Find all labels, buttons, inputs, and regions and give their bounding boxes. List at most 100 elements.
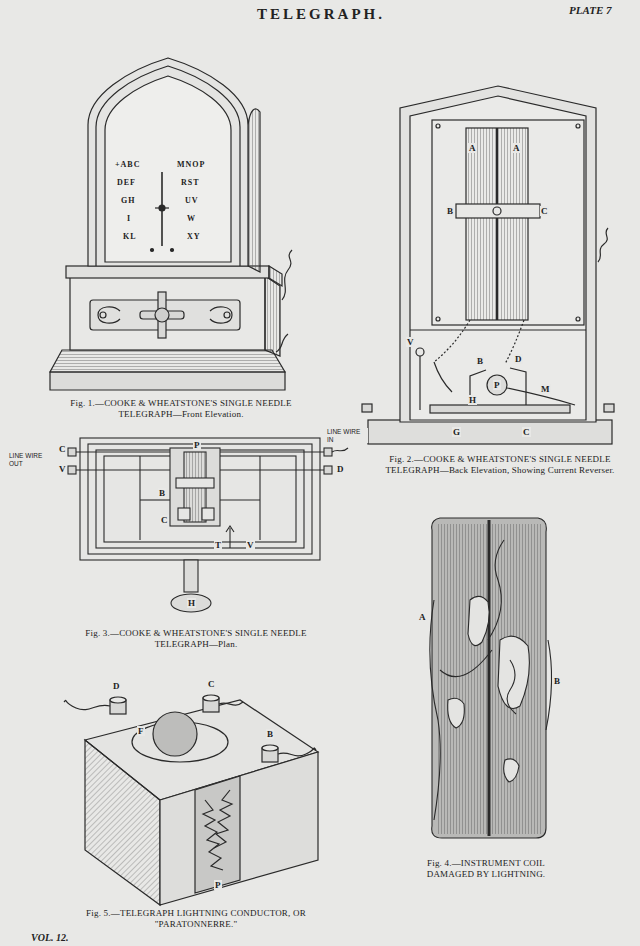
part-letter: B xyxy=(476,356,484,366)
lightning-conductor-part xyxy=(262,745,278,751)
needle-telegraph-plan-part xyxy=(170,448,220,526)
dial-letters: XY xyxy=(186,232,202,241)
needle-telegraph-plan-part xyxy=(229,528,230,548)
needle-telegraph-plan-part xyxy=(68,448,76,456)
needle-telegraph-plan xyxy=(68,438,348,612)
damaged-coil-part xyxy=(488,520,491,836)
needle-telegraph-front-part xyxy=(50,350,285,372)
lightning-conductor-part xyxy=(219,702,243,705)
needle-telegraph-back-part xyxy=(410,96,586,420)
damaged-coil xyxy=(430,518,552,838)
part-letter: C xyxy=(58,444,67,454)
needle-telegraph-back-part xyxy=(493,207,501,215)
part-letter: B xyxy=(158,488,166,498)
part-letter: A xyxy=(418,612,427,622)
dial-letters: UV xyxy=(184,196,200,205)
figure-caption: Fig. 5.—TELEGRAPH LIGHTNING CONDUCTOR, O… xyxy=(55,908,337,930)
damaged-coil-part xyxy=(432,518,547,838)
needle-telegraph-back-part xyxy=(598,228,608,262)
needle-telegraph-back-part xyxy=(496,128,498,320)
damaged-coil-part xyxy=(448,698,465,728)
needle-telegraph-front-part xyxy=(70,276,265,350)
needle-telegraph-plan-part xyxy=(139,456,140,540)
needle-telegraph-front-part xyxy=(265,276,280,356)
damaged-coil-part xyxy=(440,650,492,677)
part-letter: P xyxy=(493,380,501,390)
needle-telegraph-front-part xyxy=(155,308,169,322)
needle-telegraph-front-part xyxy=(50,372,285,390)
needle-telegraph-front-part xyxy=(88,58,248,266)
figure-caption: Fig. 3.—COOKE & WHEATSTONE'S SINGLE NEED… xyxy=(60,628,332,650)
needle-telegraph-plan-part xyxy=(178,508,190,520)
lightning-conductor-part xyxy=(85,740,160,905)
needle-telegraph-back-part xyxy=(362,404,372,412)
lightning-conductor-part xyxy=(195,776,240,893)
needle-telegraph-back-part xyxy=(505,320,524,364)
needle-telegraph-plan-part xyxy=(324,466,332,474)
dial-letters: MNOP xyxy=(176,160,206,169)
part-letter: B xyxy=(446,206,454,216)
damaged-coil-part xyxy=(504,759,519,782)
part-letter: D xyxy=(514,354,523,364)
needle-telegraph-front-part xyxy=(269,266,282,286)
part-letter: C xyxy=(522,427,531,437)
lightning-conductor-part xyxy=(110,697,126,703)
needle-telegraph-plan-part xyxy=(332,448,348,452)
needle-telegraph-back-part xyxy=(604,404,614,412)
needle-telegraph-front-part xyxy=(171,249,174,252)
needle-telegraph-back-part xyxy=(576,317,580,321)
needle-telegraph-back-part xyxy=(419,354,420,410)
needle-telegraph-plan-part xyxy=(176,478,214,488)
part-letter: B xyxy=(553,676,561,686)
lightning-conductor-part xyxy=(64,700,110,709)
lightning-conductor-part xyxy=(153,712,197,756)
wire-label: LINE WIRE OUT xyxy=(8,452,54,467)
needle-telegraph-front xyxy=(50,58,292,390)
part-letter: F xyxy=(137,726,145,736)
needle-telegraph-back-part xyxy=(456,204,540,218)
needle-telegraph-back-part xyxy=(436,317,440,321)
damaged-coil-part xyxy=(546,640,552,730)
part-letter: T xyxy=(214,540,222,550)
needle-telegraph-plan-part xyxy=(202,508,214,520)
lightning-conductor xyxy=(64,695,318,905)
dial-letters: DEF xyxy=(116,178,137,187)
lightning-conductor-part xyxy=(160,752,318,905)
needle-telegraph-back-part xyxy=(434,362,452,392)
needle-telegraph-back-part xyxy=(466,128,528,320)
needle-telegraph-plan-part xyxy=(324,448,332,456)
dial-letters: KL xyxy=(122,232,138,241)
part-letter: C xyxy=(207,679,216,689)
part-letter: B xyxy=(266,729,274,739)
needle-telegraph-plan-part xyxy=(226,526,234,532)
needle-telegraph-front-part xyxy=(98,307,232,323)
needle-telegraph-front-part xyxy=(151,249,154,252)
needle-telegraph-plan-part xyxy=(220,499,260,500)
part-letter: D xyxy=(336,464,345,474)
dial-letters: RST xyxy=(180,178,201,187)
needle-telegraph-plan-part xyxy=(184,560,198,592)
part-letter: H xyxy=(468,395,477,405)
needle-telegraph-front-part xyxy=(248,109,260,272)
part-letter: V xyxy=(246,540,255,550)
needle-telegraph-back-part xyxy=(416,348,424,356)
needle-telegraph-front-part xyxy=(96,66,240,266)
needle-telegraph-back-part xyxy=(434,320,470,362)
wire-label: LINE WIRE IN xyxy=(326,428,368,443)
needle-telegraph-back-part xyxy=(432,120,584,325)
needle-telegraph-back-part xyxy=(487,375,507,395)
volume-number: VOL. 12. xyxy=(30,932,70,943)
lightning-conductor-part xyxy=(203,695,219,701)
part-letter: D xyxy=(112,681,121,691)
plate-title: TELEGRAPH. xyxy=(0,6,640,23)
part-letter: C xyxy=(540,206,549,216)
dial-letters: I xyxy=(126,214,132,223)
plate-number: PLATE 7 xyxy=(568,4,612,16)
lightning-conductor-part xyxy=(278,748,316,756)
lightning-conductor-part xyxy=(214,790,232,848)
part-letter: A xyxy=(468,143,477,153)
damaged-coil-part xyxy=(507,660,516,714)
needle-telegraph-front-part xyxy=(282,250,292,300)
needle-telegraph-plan-part xyxy=(80,438,320,560)
needle-telegraph-plan-part xyxy=(68,466,76,474)
